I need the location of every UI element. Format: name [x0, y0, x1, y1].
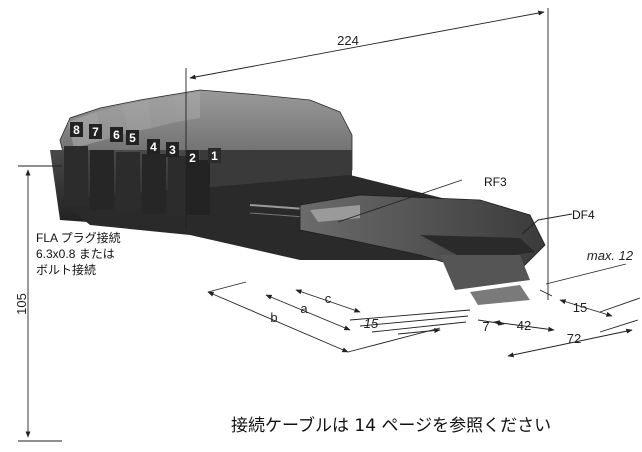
- module-number-1: 1: [211, 149, 218, 163]
- dimension-c: c: [325, 291, 332, 306]
- module-number-5: 5: [129, 131, 136, 145]
- module-number-3: 3: [169, 143, 176, 157]
- label-df4: DF4: [572, 208, 595, 222]
- module-numbers: 8 7 6 5 4 3 2 1: [70, 122, 221, 165]
- dimension-42: 42: [517, 318, 531, 333]
- dimension-7: 7: [482, 319, 489, 334]
- label-rf3: RF3: [484, 175, 507, 189]
- connection-note-line1: FLA プラグ接続: [36, 230, 121, 245]
- device-illustration: [50, 89, 546, 305]
- dimension-a: a: [300, 301, 308, 316]
- module-number-4: 4: [150, 140, 157, 154]
- dimension-lines: [18, 8, 641, 442]
- dimension-b: b: [270, 310, 277, 325]
- dimension-72: 72: [567, 331, 581, 346]
- module-number-7: 7: [92, 125, 99, 139]
- module-number-6: 6: [113, 128, 120, 142]
- dimension-text: 224 105 b a c 15 7 42 15 72 max. 12: [14, 33, 634, 346]
- module-number-8: 8: [73, 123, 80, 137]
- connection-note-line2: 6.3x0.8 または: [36, 247, 115, 261]
- dimension-15-left: 15: [364, 316, 379, 331]
- module-number-2: 2: [189, 151, 196, 165]
- connection-note-line3: ボルト接続: [36, 262, 96, 277]
- dimension-105: 105: [14, 293, 29, 315]
- cable-reference-caption: 接続ケーブルは 14 ページを参照ください: [231, 416, 552, 436]
- dimension-max12: max. 12: [587, 248, 634, 263]
- dimension-15-right: 15: [573, 300, 587, 315]
- component-labels: RF3 DF4 FLA プラグ接続 6.3x0.8 または ボルト接続: [36, 175, 595, 277]
- dimension-224: 224: [337, 33, 359, 48]
